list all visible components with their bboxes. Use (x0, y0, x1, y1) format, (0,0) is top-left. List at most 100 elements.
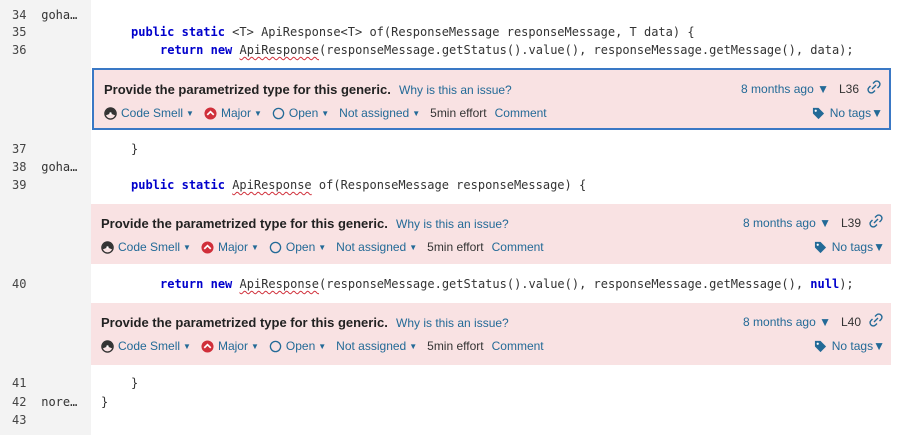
assignee-dropdown[interactable]: Not assigned▼ (336, 339, 417, 353)
issue-card[interactable]: Provide the parametrized type for this g… (91, 204, 891, 264)
chevron-down-icon: ▼ (409, 242, 418, 252)
line-number[interactable]: 42 (12, 395, 27, 409)
tag-icon (814, 340, 826, 352)
why-link[interactable]: Why is this an issue? (399, 83, 512, 97)
status-dropdown[interactable]: Open▼ (269, 339, 326, 353)
line-number-row: 41 (12, 374, 34, 392)
line-author[interactable]: goha… (41, 8, 78, 22)
keyword: return (160, 43, 204, 57)
link-icon[interactable] (867, 80, 881, 94)
comment-link[interactable]: Comment (494, 106, 547, 120)
issue-date[interactable]: 8 months ago ▼ (741, 82, 829, 96)
type-dropdown[interactable]: Code Smell▼ (101, 240, 191, 254)
line-number[interactable]: 43 (12, 413, 27, 427)
keyword: static (181, 178, 225, 192)
tag-icon (814, 241, 826, 253)
issue-card[interactable]: Provide the parametrized type for this g… (92, 68, 891, 130)
assignee-dropdown[interactable]: Not assigned▼ (336, 240, 417, 254)
severity-label: Major (220, 106, 251, 120)
chevron-down-icon: ▼ (412, 108, 421, 118)
line-author[interactable]: goha… (41, 160, 78, 174)
line-number-row: 39 (12, 176, 34, 194)
chevron-down-icon: ▼ (321, 108, 330, 118)
issue-line: L40 (840, 315, 861, 329)
issue-highlight[interactable]: ApiResponse (239, 277, 319, 291)
severity-dropdown[interactable]: Major▼ (201, 240, 259, 254)
effort-label: 5min effort (430, 106, 487, 120)
comment-link[interactable]: Comment (491, 240, 544, 254)
code-smell-icon (101, 339, 114, 353)
keyword: new (210, 43, 233, 57)
tags-dropdown[interactable]: No tags▼ (812, 106, 883, 120)
line-number-row: 35 (12, 23, 34, 41)
line-number[interactable]: 37 (12, 142, 27, 156)
line-number-row: 37 (12, 140, 34, 158)
assignee-label: Not assigned (336, 240, 407, 254)
status-dropdown[interactable]: Open▼ (269, 240, 326, 254)
line-number[interactable]: 40 (12, 277, 27, 291)
line-number[interactable]: 38 (12, 160, 27, 174)
code-line-36: return new ApiResponse(responseMessage.g… (160, 41, 854, 59)
line-number[interactable]: 35 (12, 25, 27, 39)
open-status-icon (269, 340, 282, 352)
comment-link[interactable]: Comment (491, 339, 544, 353)
code-text: (responseMessage.getStatus().value(), re… (319, 277, 811, 291)
line-number-row: 40 (12, 275, 34, 293)
issue-card[interactable]: Provide the parametrized type for this g… (91, 303, 891, 365)
line-author[interactable]: nore… (41, 395, 78, 409)
major-severity-icon (201, 240, 214, 254)
chevron-down-icon: ▼ (409, 341, 418, 351)
type-dropdown[interactable]: Code Smell▼ (104, 106, 194, 120)
link-icon[interactable] (869, 214, 883, 228)
issue-highlight[interactable]: ApiResponse (232, 178, 312, 192)
line-number-row: 38 goha… (12, 158, 77, 176)
type-dropdown[interactable]: Code Smell▼ (101, 339, 191, 353)
status-label: Open (285, 339, 316, 353)
code-text: of(ResponseMessage responseMessage) { (311, 178, 587, 192)
tags-dropdown[interactable]: No tags▼ (814, 240, 885, 254)
major-severity-icon (204, 106, 217, 120)
why-link[interactable]: Why is this an issue? (396, 217, 509, 231)
line-number-row: 43 (12, 411, 34, 429)
issue-message[interactable]: Provide the parametrized type for this g… (101, 216, 388, 231)
major-severity-icon (201, 339, 214, 353)
type-label: Code Smell (118, 240, 181, 254)
open-status-icon (272, 107, 285, 119)
status-dropdown[interactable]: Open▼ (272, 106, 329, 120)
line-number[interactable]: 34 (12, 8, 27, 22)
chevron-down-icon: ▼ (873, 339, 885, 353)
line-number[interactable]: 41 (12, 376, 27, 390)
issue-highlight[interactable]: ApiResponse (239, 43, 319, 57)
chevron-down-icon: ▼ (873, 240, 885, 254)
severity-dropdown[interactable]: Major▼ (204, 106, 262, 120)
issue-meta: Code Smell▼ Major▼ Open▼ Not assigned▼ 5… (104, 106, 547, 120)
tags-dropdown[interactable]: No tags▼ (814, 339, 885, 353)
keyword: return (160, 277, 204, 291)
code-smell-icon (104, 106, 117, 120)
code-line-41: } (131, 374, 138, 392)
issue-message[interactable]: Provide the parametrized type for this g… (104, 82, 391, 97)
line-number-row: 42 nore… (12, 393, 77, 411)
code-text: } (131, 142, 139, 156)
severity-dropdown[interactable]: Major▼ (201, 339, 259, 353)
keyword: static (181, 25, 225, 39)
code-text: (responseMessage.getStatus().value(), re… (319, 43, 854, 57)
chevron-down-icon: ▼ (183, 242, 191, 252)
assignee-dropdown[interactable]: Not assigned▼ (339, 106, 420, 120)
issue-meta: Code Smell▼ Major▼ Open▼ Not assigned▼ 5… (101, 339, 544, 353)
link-icon[interactable] (869, 313, 883, 327)
issue-date[interactable]: 8 months ago ▼ (743, 216, 831, 230)
code-line-35: public static <T> ApiResponse<T> of(Resp… (131, 23, 695, 41)
line-number[interactable]: 36 (12, 43, 27, 57)
line-gutter (0, 0, 91, 435)
assignee-label: Not assigned (336, 339, 407, 353)
issue-date[interactable]: 8 months ago ▼ (743, 315, 831, 329)
issue-message[interactable]: Provide the parametrized type for this g… (101, 315, 388, 330)
chevron-down-icon: ▼ (318, 242, 327, 252)
why-link[interactable]: Why is this an issue? (396, 316, 509, 330)
issue-date-label: 8 months ago (741, 82, 814, 96)
code-text: <T> ApiResponse<T> of(ResponseMessage re… (224, 25, 695, 39)
chevron-down-icon: ▼ (250, 242, 259, 252)
code-line-37: } (131, 140, 138, 158)
line-number[interactable]: 39 (12, 178, 27, 192)
